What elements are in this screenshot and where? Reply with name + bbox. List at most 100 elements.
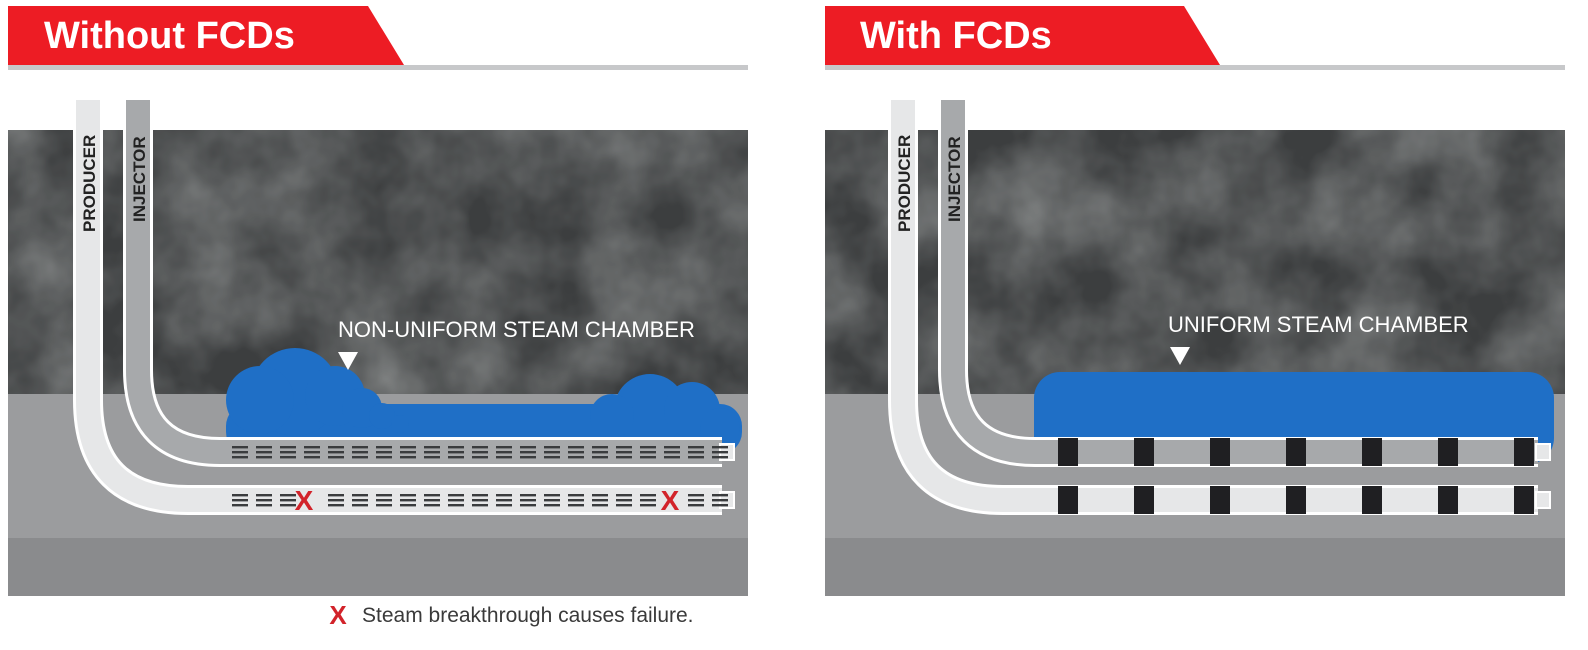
slot-mark <box>424 446 440 449</box>
slot-mark <box>496 504 512 507</box>
slot-mark <box>232 451 248 454</box>
slot-mark <box>232 494 248 497</box>
slot-mark <box>520 499 536 502</box>
slot-mark <box>256 456 272 459</box>
slot-mark <box>616 499 632 502</box>
slot-mark <box>448 504 464 507</box>
slot-mark <box>448 499 464 502</box>
fcd-block <box>1058 438 1078 466</box>
failure-markers: X X <box>295 485 680 516</box>
slot-mark <box>544 446 560 449</box>
injector-label: INJECTOR <box>945 136 964 222</box>
legend: X Steam breakthrough causes failure. <box>329 600 693 630</box>
slot-mark <box>592 446 608 449</box>
legend-marker-icon: X <box>329 600 347 630</box>
slot-mark <box>256 494 272 497</box>
slot-mark <box>520 446 536 449</box>
slot-mark <box>424 456 440 459</box>
slot-mark <box>400 499 416 502</box>
title-banner <box>8 6 404 65</box>
slot-mark <box>568 504 584 507</box>
slot-mark <box>616 494 632 497</box>
fcd-block <box>1134 438 1154 466</box>
slot-mark <box>616 446 632 449</box>
slot-mark <box>568 451 584 454</box>
slot-mark <box>592 494 608 497</box>
panel-title: With FCDs <box>860 15 1052 57</box>
slot-mark <box>520 451 536 454</box>
slot-mark <box>616 504 632 507</box>
slot-mark <box>616 456 632 459</box>
slot-mark <box>688 456 704 459</box>
slot-mark <box>304 456 320 459</box>
slot-mark <box>256 451 272 454</box>
slot-mark <box>688 504 704 507</box>
slot-mark <box>400 494 416 497</box>
slot-mark <box>664 456 680 459</box>
underburden-layer <box>8 538 748 596</box>
slot-mark <box>232 499 248 502</box>
slot-mark <box>328 446 344 449</box>
title-banner <box>825 6 1220 65</box>
slot-mark <box>592 451 608 454</box>
slot-mark <box>592 456 608 459</box>
slot-mark <box>280 446 296 449</box>
producer-pipe <box>76 100 722 512</box>
slot-mark <box>376 504 392 507</box>
slot-mark <box>256 504 272 507</box>
overburden-rock-texture <box>8 130 748 394</box>
slot-mark <box>352 451 368 454</box>
slot-mark <box>688 494 704 497</box>
slot-mark <box>496 494 512 497</box>
fcd-block <box>1362 486 1382 514</box>
slot-mark <box>688 451 704 454</box>
slot-mark <box>376 456 392 459</box>
slot-mark <box>544 494 560 497</box>
slot-mark <box>448 456 464 459</box>
slot-mark <box>328 456 344 459</box>
fcd-block <box>1286 438 1306 466</box>
slot-mark <box>352 499 368 502</box>
slot-mark <box>352 446 368 449</box>
slot-mark <box>520 456 536 459</box>
slot-mark <box>352 504 368 507</box>
producer-label: PRODUCER <box>80 135 99 232</box>
slot-mark <box>592 504 608 507</box>
slot-mark <box>664 451 680 454</box>
slot-mark <box>280 499 296 502</box>
slot-mark <box>328 451 344 454</box>
slot-mark <box>424 499 440 502</box>
slot-mark <box>472 446 488 449</box>
slot-mark <box>616 451 632 454</box>
chamber-label: NON-UNIFORM STEAM CHAMBER <box>338 317 695 342</box>
slot-mark <box>496 499 512 502</box>
slot-mark <box>376 451 392 454</box>
slot-mark <box>232 504 248 507</box>
fcd-block <box>1210 438 1230 466</box>
injector-pipe-tip <box>1535 443 1551 461</box>
slot-mark <box>304 446 320 449</box>
injector-pipe <box>941 100 1538 464</box>
slot-mark <box>352 456 368 459</box>
pipe-slots <box>232 446 728 507</box>
slot-mark <box>640 451 656 454</box>
slot-mark <box>664 446 680 449</box>
slot-mark <box>400 456 416 459</box>
slot-mark <box>496 446 512 449</box>
producer-label: PRODUCER <box>895 135 914 232</box>
panel-with-fcds: With FCDs PRODUCER INJECTOR UNIFORM STEA… <box>825 6 1565 596</box>
slot-mark <box>712 451 728 454</box>
slot-mark <box>568 446 584 449</box>
producer-pipe <box>891 100 1538 512</box>
slot-mark <box>376 499 392 502</box>
slot-mark <box>376 494 392 497</box>
slot-mark <box>712 456 728 459</box>
title-underline <box>825 65 1565 70</box>
fcd-block <box>1362 438 1382 466</box>
injector-pipe <box>126 100 722 464</box>
slot-mark <box>544 451 560 454</box>
slot-mark <box>688 446 704 449</box>
slot-mark <box>328 499 344 502</box>
slot-mark <box>568 494 584 497</box>
panel-title: Without FCDs <box>44 15 295 57</box>
